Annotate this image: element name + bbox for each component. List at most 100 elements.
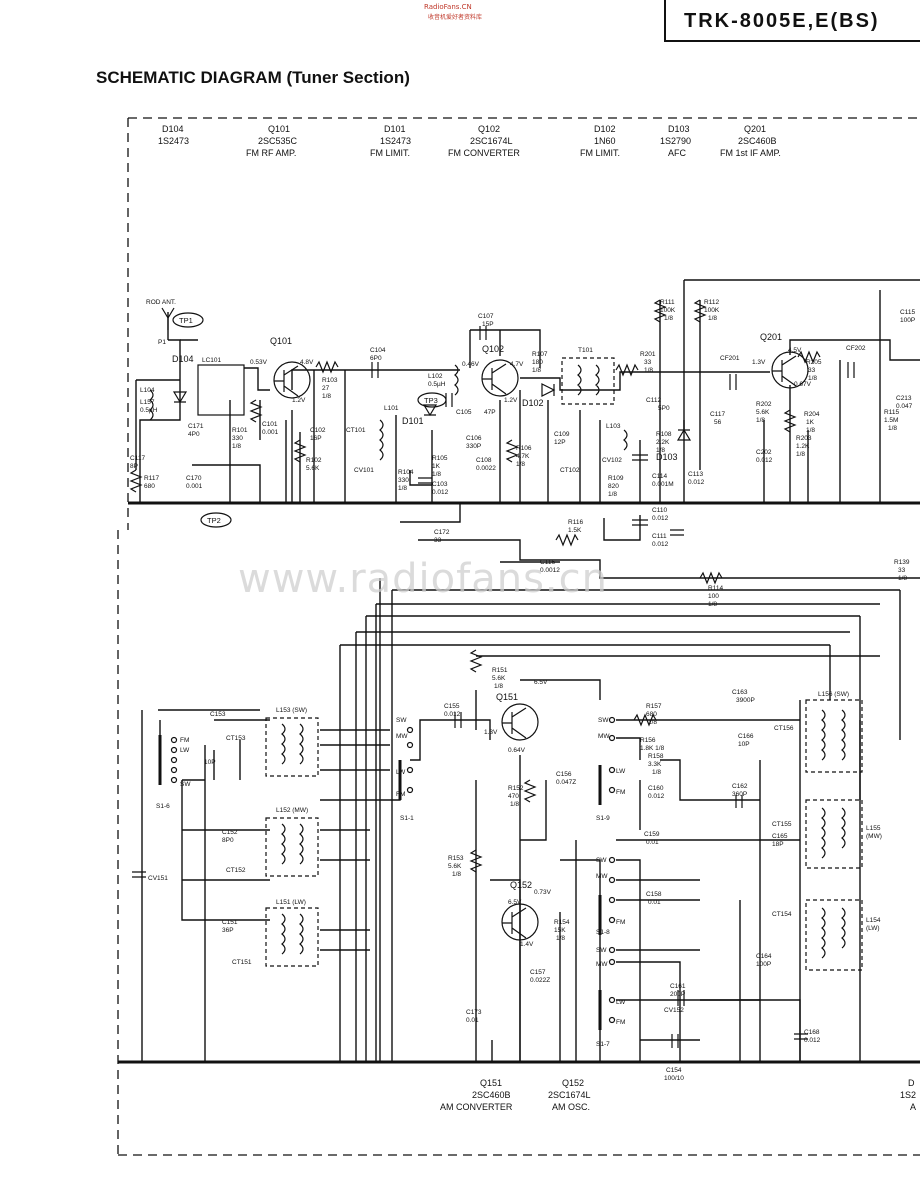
component-label: L156 (SW) (818, 691, 849, 698)
component-label: R104 (398, 469, 414, 476)
component-label: 0.5µH (140, 407, 158, 414)
model-box (664, 0, 920, 42)
component-label: 1/8 (432, 471, 441, 478)
component-label: C112 (646, 397, 661, 404)
transistor-q201 (771, 351, 809, 389)
top-label-ref: D101 (384, 124, 406, 134)
t101-can (561, 357, 615, 405)
component-label: 0.012 (432, 489, 449, 496)
top-label-func: FM CONVERTER (448, 148, 520, 158)
component-label: 100/10 (664, 1075, 684, 1082)
component-label: Q102 (482, 344, 504, 354)
component-label: CV101 (354, 467, 374, 474)
component-label: 1/8 (756, 417, 765, 424)
component-label: 56 (714, 419, 722, 426)
component-label: L154 (866, 917, 881, 924)
component-label: (MW) (866, 833, 882, 840)
component-label: ROD ANT. (146, 299, 176, 306)
component-label: R103 (322, 377, 338, 384)
component-label: C107 (478, 313, 494, 320)
component-label: C173 (466, 1009, 482, 1016)
component-label: FM (616, 919, 625, 926)
component-label: C152 (222, 829, 238, 836)
bottom-component-labels: Q151 2SC460B AM CONVERTER Q152 2SC1674L … (440, 1078, 916, 1112)
component-label: 0.64V (508, 747, 526, 754)
tp1-marker (172, 312, 204, 328)
component-label: L152 (MW) (276, 807, 308, 814)
component-label: L104 (140, 387, 155, 394)
component-label: 0.01 (646, 839, 659, 846)
component-label: 1K (432, 463, 441, 470)
bottom-label-ref: Q151 (480, 1078, 502, 1088)
component-label: 1.5K (568, 527, 582, 534)
tp2-label: TP2 (207, 516, 221, 525)
component-label: C172 (434, 529, 450, 536)
band-switches (158, 716, 616, 1030)
watermark: www.radiofans.cn (238, 556, 608, 602)
component-label: 1/8 (532, 367, 541, 374)
component-label: 680 (646, 711, 657, 718)
site-subtitle: 收音机爱好者资料库 (428, 14, 483, 21)
component-label: R109 (608, 475, 624, 482)
component-label: 1/8 (608, 491, 617, 498)
component-label: C108 (476, 457, 492, 464)
test-points: TP1 TP2 TP3 (172, 312, 447, 528)
component-label: C105 (456, 409, 472, 416)
component-label: 5.6K (492, 675, 506, 682)
component-label: C161 (670, 983, 686, 990)
top-label-ref: Q101 (268, 124, 290, 134)
component-label: 1/8 (806, 427, 815, 434)
component-label: 1/8 (516, 461, 525, 468)
transistor-q102 (481, 359, 519, 397)
component-label: 0.001M (652, 481, 674, 488)
component-label: SW (598, 717, 609, 724)
top-label-part: 1S2790 (660, 136, 691, 146)
component-label: R108 (656, 431, 672, 438)
component-label: 1/8 (494, 683, 503, 690)
bottom-label-part: 2SC1674L (548, 1090, 591, 1100)
component-label: 470 (508, 793, 519, 800)
component-label: MW (598, 733, 610, 740)
component-label: FM (616, 789, 625, 796)
transistor-q152 (501, 903, 539, 941)
component-label: LW (616, 999, 626, 1006)
component-label: 0.67V (794, 381, 812, 388)
component-label: C168 (804, 1029, 820, 1036)
component-label: FM (396, 791, 405, 798)
component-label: 200P (670, 991, 685, 998)
component-label: CF201 (720, 355, 740, 362)
component-label: C157 (530, 969, 546, 976)
component-label: SW (396, 717, 407, 724)
rod-antenna-icon (161, 307, 175, 330)
component-label: C154 (666, 1067, 682, 1074)
component-label: 1/8 (398, 485, 407, 492)
component-label: 100K (704, 307, 720, 314)
component-label: 1.5M (884, 417, 898, 424)
bottom-label-func: AM OSC. (552, 1102, 590, 1112)
fm-wiring (135, 279, 920, 579)
component-label: SW (596, 857, 607, 864)
component-label: S1-7 (596, 1041, 610, 1048)
component-label: 1/8 (644, 367, 653, 374)
component-label: 33 (644, 359, 652, 366)
component-label: CT154 (772, 911, 792, 918)
component-label: R101 (232, 427, 248, 434)
component-label: C171 (188, 423, 204, 430)
component-label: 1.3V (484, 729, 498, 736)
component-label: CT101 (346, 427, 366, 434)
component-label: 33 (808, 367, 816, 374)
component-label: S1-8 (596, 929, 610, 936)
component-label: S1-9 (596, 815, 610, 822)
component-label: 0.012 (652, 515, 669, 522)
component-label: R156 (640, 737, 656, 744)
component-label: R204 (804, 411, 820, 418)
bottom-label-func: AM CONVERTER (440, 1102, 513, 1112)
top-label-part: 1N60 (594, 136, 616, 146)
component-label: 0.53V (250, 359, 268, 366)
component-label: C101 (262, 421, 278, 428)
component-label: 100P (900, 317, 915, 324)
top-label-part: 2SC1674L (470, 136, 513, 146)
component-label: 2.2K (656, 439, 670, 446)
component-label: 0.01 (648, 899, 661, 906)
component-label: C116 (540, 559, 555, 566)
